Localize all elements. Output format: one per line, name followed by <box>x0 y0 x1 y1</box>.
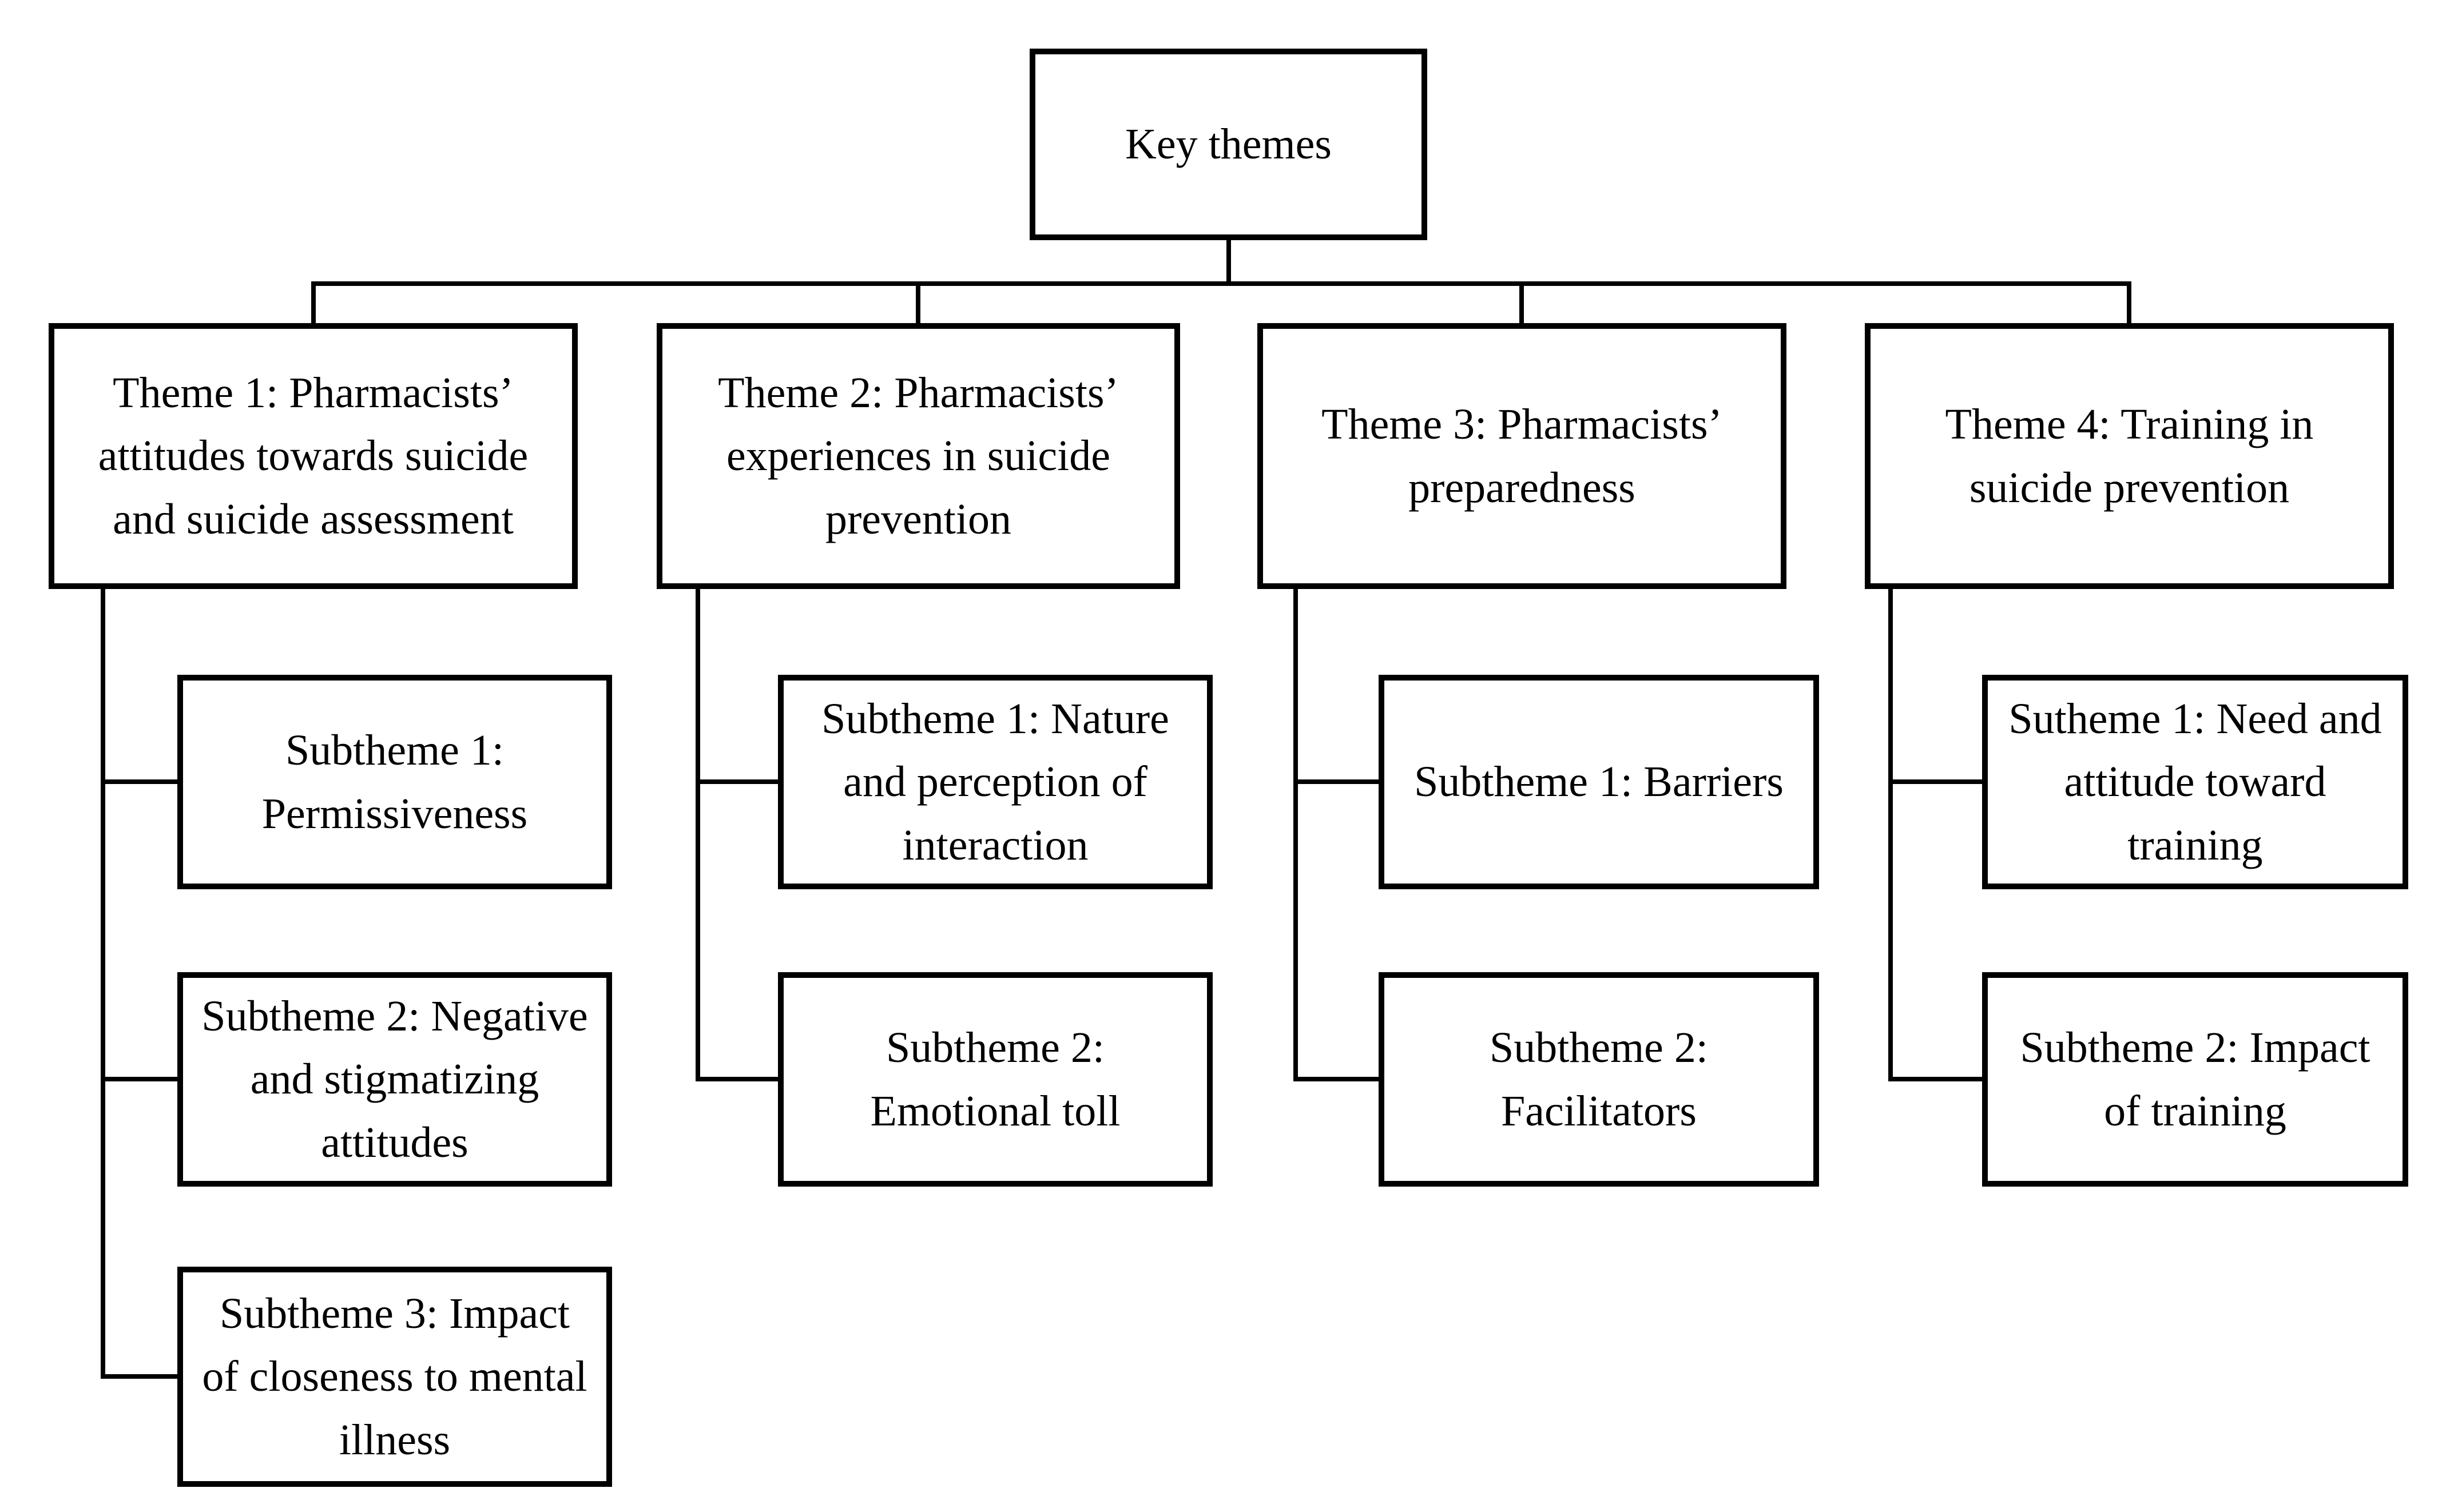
node-theme-3: Theme 3: Pharmacists’ preparedness <box>1257 323 1786 589</box>
connector-stub-theme-3 <box>1519 281 1524 326</box>
node-theme-4: Theme 4: Training in suicide prevention <box>1865 323 2394 589</box>
node-theme-1: Theme 1: Pharmacists’ attitudes towards … <box>49 323 578 589</box>
connector-theme-3-sub-1 <box>1293 779 1379 784</box>
connector-theme-3-vertical <box>1293 586 1298 1081</box>
connector-root-vertical <box>1226 239 1231 284</box>
node-key-themes: Key themes <box>1030 49 1427 240</box>
connector-rail-horizontal <box>311 281 2131 286</box>
node-theme-1-subtheme-3: Subtheme 3: Impact of closeness to menta… <box>177 1267 612 1487</box>
connector-theme-2-sub-2 <box>696 1077 778 1081</box>
connector-theme-1-sub-1 <box>101 779 177 784</box>
connector-theme-4-vertical <box>1888 586 1893 1081</box>
connector-theme-1-vertical <box>101 586 105 1379</box>
connector-theme-4-sub-2 <box>1888 1077 1982 1081</box>
node-theme-2-subtheme-2: Subtheme 2: Emotional toll <box>778 972 1213 1187</box>
node-theme-3-subtheme-2: Subtheme 2: Facilitators <box>1379 972 1819 1187</box>
node-theme-4-subtheme-2: Subtheme 2: Impact of training <box>1982 972 2408 1187</box>
node-theme-2-subtheme-1: Subtheme 1: Nature and perception of int… <box>778 675 1213 889</box>
connector-stub-theme-1 <box>311 281 316 326</box>
connector-theme-4-sub-1 <box>1888 779 1982 784</box>
connector-theme-3-sub-2 <box>1293 1077 1379 1081</box>
connector-theme-1-sub-3 <box>101 1374 177 1379</box>
connector-theme-2-sub-1 <box>696 779 778 784</box>
node-theme-3-subtheme-1: Subtheme 1: Barriers <box>1379 675 1819 889</box>
connector-stub-theme-2 <box>916 281 920 326</box>
node-theme-1-subtheme-2: Subtheme 2: Negative and stigmatizing at… <box>177 972 612 1187</box>
connector-theme-1-sub-2 <box>101 1077 177 1081</box>
connector-theme-2-vertical <box>696 586 700 1081</box>
connector-stub-theme-4 <box>2127 281 2131 326</box>
node-theme-2: Theme 2: Pharmacists’ experiences in sui… <box>657 323 1180 589</box>
node-theme-4-subtheme-1: Sutheme 1: Need and attitude toward trai… <box>1982 675 2408 889</box>
node-theme-1-subtheme-1: Subtheme 1: Permissiveness <box>177 675 612 889</box>
